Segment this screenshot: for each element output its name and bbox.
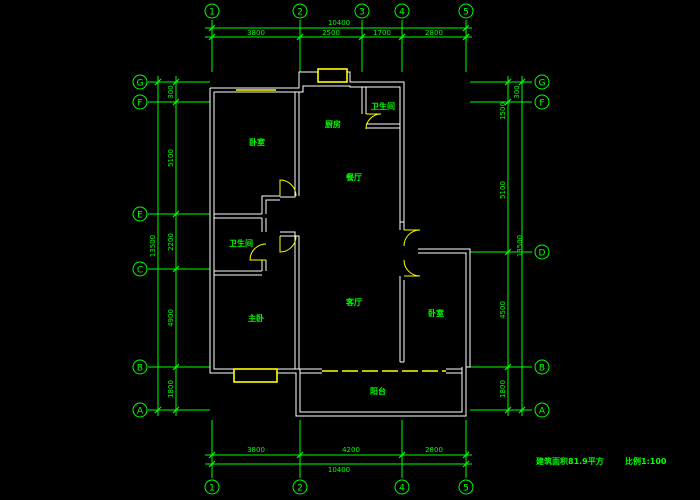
- axis-labels: 1 2 3 4 5 1 2 4 5 G F E C B A G F D B A: [137, 8, 546, 494]
- grid-bottom-2: 2: [297, 484, 303, 494]
- east-door-upper: [403, 229, 421, 247]
- dim-left-5: 1800: [167, 380, 175, 398]
- dim-top-1: 3800: [247, 29, 265, 37]
- bedroom-se-door: [403, 259, 421, 277]
- bath-ne-door: [365, 113, 382, 130]
- grid-top-5: 5: [463, 8, 469, 18]
- dim-left-3: 2200: [167, 233, 175, 251]
- dim-bottom-2: 4200: [342, 446, 360, 454]
- dim-left-2: 5100: [167, 149, 175, 167]
- kitchen-window: [317, 68, 348, 83]
- dining-door-lower: [279, 235, 297, 253]
- room-kitchen: 厨房: [325, 119, 341, 129]
- grid-right-d: D: [539, 249, 546, 259]
- room-labels: 卧室 厨房 卫生间 餐厅 卫生间 主卧 客厅 卧室 阳台: [229, 101, 444, 396]
- dim-left-4: 4900: [167, 309, 175, 327]
- dim-top-4: 2800: [425, 29, 443, 37]
- dim-left-1: 300: [167, 85, 175, 98]
- grid-bottom-5: 5: [463, 484, 469, 494]
- dim-bottom-1: 3800: [247, 446, 265, 454]
- grid-top-3: 3: [359, 8, 365, 18]
- grid-left-g: G: [137, 79, 144, 89]
- grid-top-1: 1: [209, 8, 215, 18]
- dim-bottom-total: 10400: [328, 466, 350, 474]
- room-dining: 餐厅: [345, 172, 362, 182]
- footer-note: 建筑面积81.9平方 比例1:100: [535, 456, 667, 466]
- grid-right-b: B: [539, 364, 545, 374]
- dim-bottom-3: 2800: [425, 446, 443, 454]
- dim-top-3: 1700: [373, 29, 391, 37]
- openings: [233, 68, 446, 383]
- dim-right-4: 4500: [499, 301, 507, 319]
- room-bath-ne: 卫生间: [371, 101, 395, 111]
- bath-door: [249, 243, 267, 261]
- drawing-scale: 比例1:100: [625, 456, 667, 466]
- grid-right-g: G: [539, 79, 546, 89]
- grid-left-a: A: [137, 407, 144, 417]
- dim-top-total: 10400: [328, 19, 350, 27]
- grid-left-c: C: [137, 266, 143, 276]
- room-bedroom-se: 卧室: [428, 308, 444, 318]
- dimension-texts: 10400 3800 2500 1700 2800 3800 4200 2800…: [149, 19, 524, 474]
- room-master: 主卧: [248, 313, 264, 323]
- dim-right-total: 13500: [516, 235, 524, 257]
- dim-right-5: 1800: [499, 380, 507, 398]
- grid-left-e: E: [137, 211, 143, 221]
- master-window: [233, 368, 278, 383]
- dim-top-2: 2500: [322, 29, 340, 37]
- door-swings: [249, 113, 421, 277]
- grid-top-4: 4: [399, 8, 405, 18]
- building-area: 建筑面积81.9平方: [535, 456, 604, 466]
- room-balcony: 阳台: [370, 386, 386, 396]
- dim-right-2: 1500: [499, 102, 507, 120]
- dim-right-3: 5100: [499, 181, 507, 199]
- room-bath-w: 卫生间: [229, 238, 253, 248]
- dimension-lines: [148, 20, 532, 478]
- room-living: 客厅: [345, 297, 362, 307]
- bedroom-door: [279, 179, 297, 197]
- grid-bottom-4: 4: [399, 484, 405, 494]
- grid-bottom-1: 1: [209, 484, 215, 494]
- grid-left-b: B: [137, 364, 143, 374]
- grid-left-f: F: [137, 99, 142, 109]
- room-bedroom-nw: 卧室: [249, 137, 265, 147]
- grid-top-2: 2: [297, 8, 303, 18]
- grid-right-f: F: [539, 99, 544, 109]
- dim-right-1: 300: [513, 85, 521, 98]
- axis-bubbles: [132, 3, 550, 495]
- grid-right-a: A: [539, 407, 546, 417]
- dim-left-total: 13500: [149, 235, 157, 257]
